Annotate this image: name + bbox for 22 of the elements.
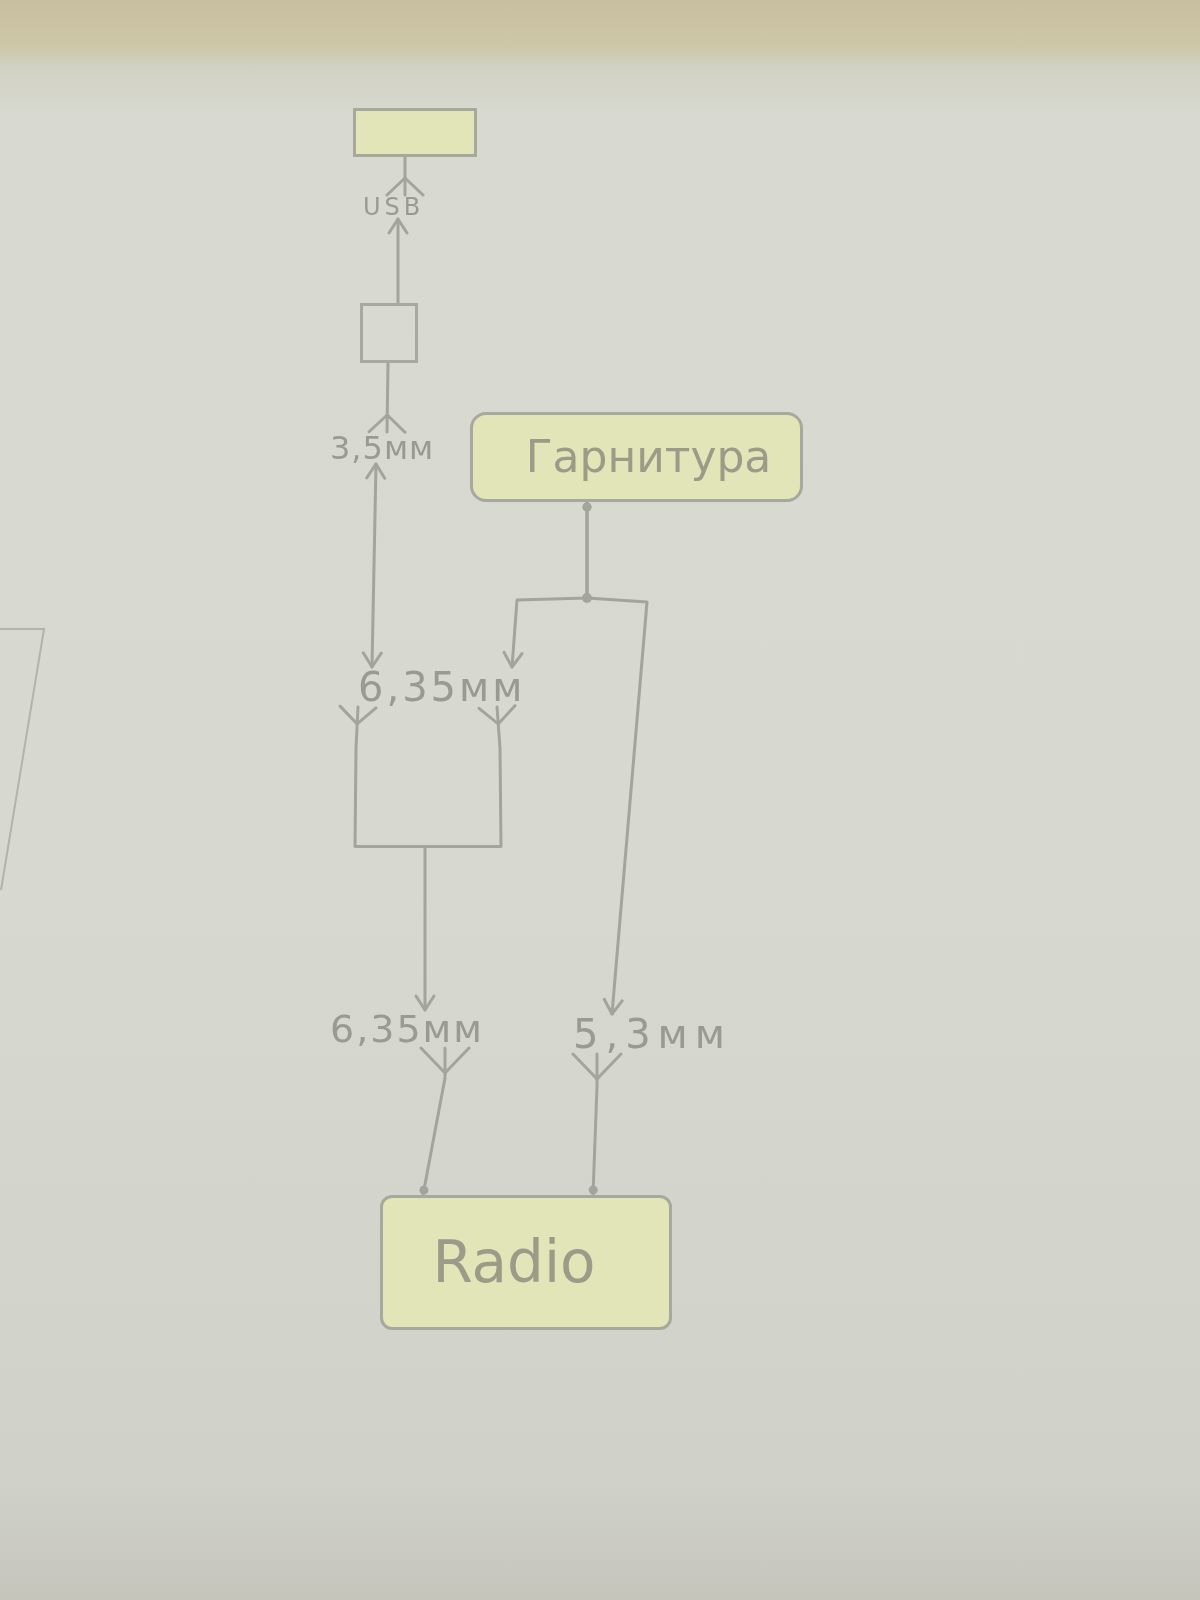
connector-size-label: 5,3мм (573, 1014, 732, 1054)
device-name: Гарнитура (525, 432, 772, 482)
device-box (353, 108, 477, 157)
plug-connector-line (385, 155, 425, 197)
splitter-bracket (350, 748, 505, 848)
adapter-box (360, 303, 418, 363)
connector-size-label: 3,5мм (330, 432, 435, 464)
device-name: Radio (432, 1230, 596, 1295)
plug-connector-line (571, 1052, 623, 1197)
arrow (414, 846, 436, 1012)
arrow (387, 217, 409, 305)
plug-connector-line (419, 1046, 471, 1197)
plug-connector-line (367, 361, 407, 434)
connector-size-label: 6,35мм (330, 1010, 484, 1048)
double-arrow (361, 462, 387, 669)
port-label: USB (363, 195, 425, 219)
arrow (582, 500, 649, 1016)
plug-connector-line (338, 704, 378, 750)
plug-connector-line (477, 704, 517, 750)
device-box (470, 412, 803, 502)
connector-size-label: 6,35мм (358, 667, 526, 707)
device-box (380, 1195, 672, 1330)
